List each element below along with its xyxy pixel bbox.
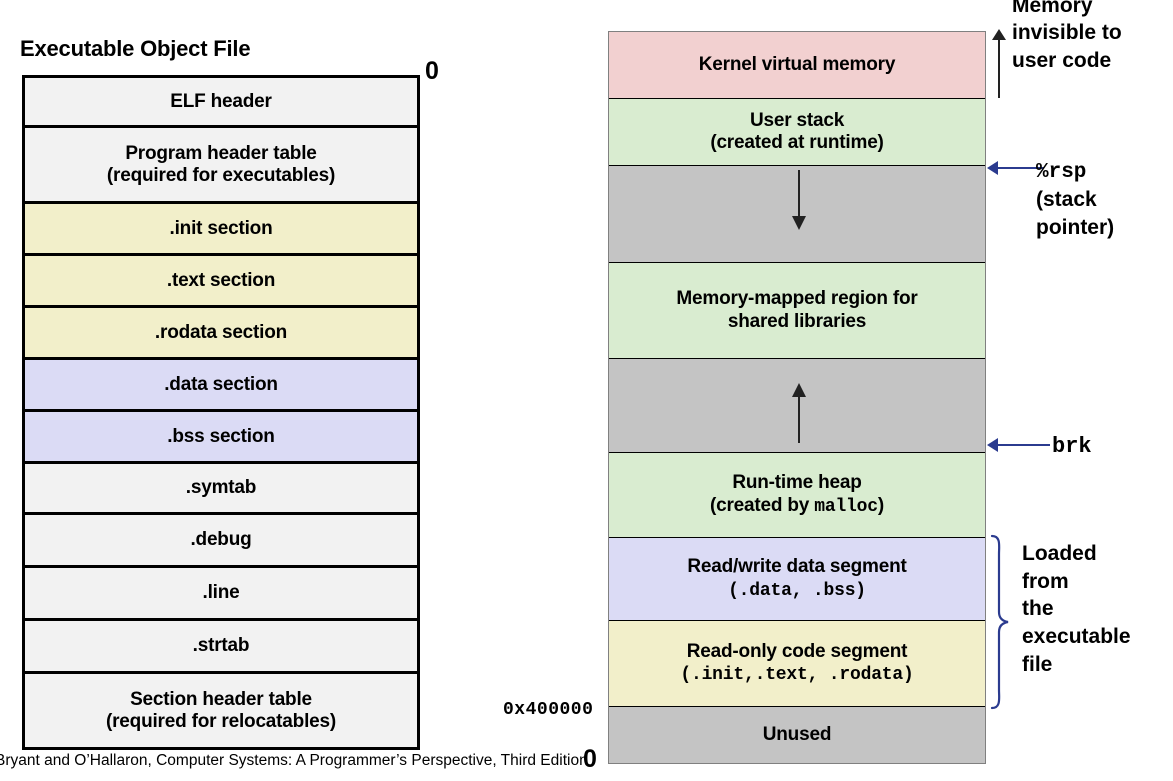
stack-grows-down-arrow-icon <box>792 170 806 230</box>
elf-row-rodata-section: .rodata section <box>25 308 417 360</box>
ro-segment-line1: Read-only code segment <box>686 640 908 662</box>
kernel-memory-up-arrow-icon <box>992 29 1006 98</box>
elf-row-symtab: .symtab <box>25 464 417 515</box>
elf-row-strtab: .strtab <box>25 621 417 674</box>
elf-row-elf-header: ELF header <box>25 78 417 128</box>
rw-segment-sections: (.data, .bss) <box>728 580 866 601</box>
process-memory-layout-diagram: Kernel virtual memory User stack(created… <box>608 31 986 764</box>
elf-row-line: .line <box>25 568 417 621</box>
mem-row-unused: Unused <box>609 707 985 763</box>
rw-segment-line1: Read/write data segment <box>687 556 907 578</box>
rsp-register-label: %rsp <box>1036 161 1087 184</box>
brk-label: brk <box>1052 434 1092 459</box>
bottom-zero-address-label: 0 <box>583 745 597 773</box>
mem-row-read-write-data-segment: Read/write data segment (.data, .bss) <box>609 538 985 621</box>
base-address-label: 0x400000 <box>503 700 594 720</box>
malloc-keyword: malloc <box>814 496 878 517</box>
mem-row-kernel-virtual-memory: Kernel virtual memory <box>609 32 985 99</box>
executable-object-file-heading: Executable Object File <box>20 36 251 61</box>
runtime-heap-line1: Run-time heap <box>732 472 862 494</box>
mem-row-heap-gap <box>609 359 985 453</box>
elf-row-data-section: .data section <box>25 360 417 412</box>
ro-segment-sections: (.init,.text, .rodata) <box>680 665 914 686</box>
elf-row-section-header-table: Section header table(required for reloca… <box>25 674 417 747</box>
left-diagram-zero-address-label: 0 <box>425 57 439 85</box>
loaded-from-executable-brace-icon <box>990 534 1009 710</box>
rsp-pointer-arrow-icon <box>987 161 1044 175</box>
runtime-heap-line2-prefix: (created by <box>709 494 815 516</box>
elf-row-bss-section: .bss section <box>25 412 417 464</box>
mem-row-read-only-code-segment: Read-only code segment (.init,.text, .ro… <box>609 621 985 707</box>
slide-title: Linking <box>0 0 1173 1</box>
footer-attribution: Bryant and O’Hallaron, Computer Systems:… <box>0 752 588 769</box>
elf-row-text-section: .text section <box>25 256 417 308</box>
mem-row-stack-gap <box>609 166 985 263</box>
elf-row-debug: .debug <box>25 515 417 568</box>
heap-grows-up-arrow-icon <box>792 383 806 443</box>
mem-row-runtime-heap: Run-time heap (created by malloc) <box>609 453 985 538</box>
elf-row-init-section: .init section <box>25 204 417 256</box>
executable-object-file-diagram: ELF header Program header table(required… <box>22 75 420 750</box>
mem-row-user-stack: User stack(created at runtime) <box>609 99 985 166</box>
elf-row-program-header-table: Program header table(required for execut… <box>25 128 417 204</box>
brk-pointer-arrow-icon <box>987 438 1050 452</box>
runtime-heap-line2-suffix: ) <box>877 494 885 516</box>
